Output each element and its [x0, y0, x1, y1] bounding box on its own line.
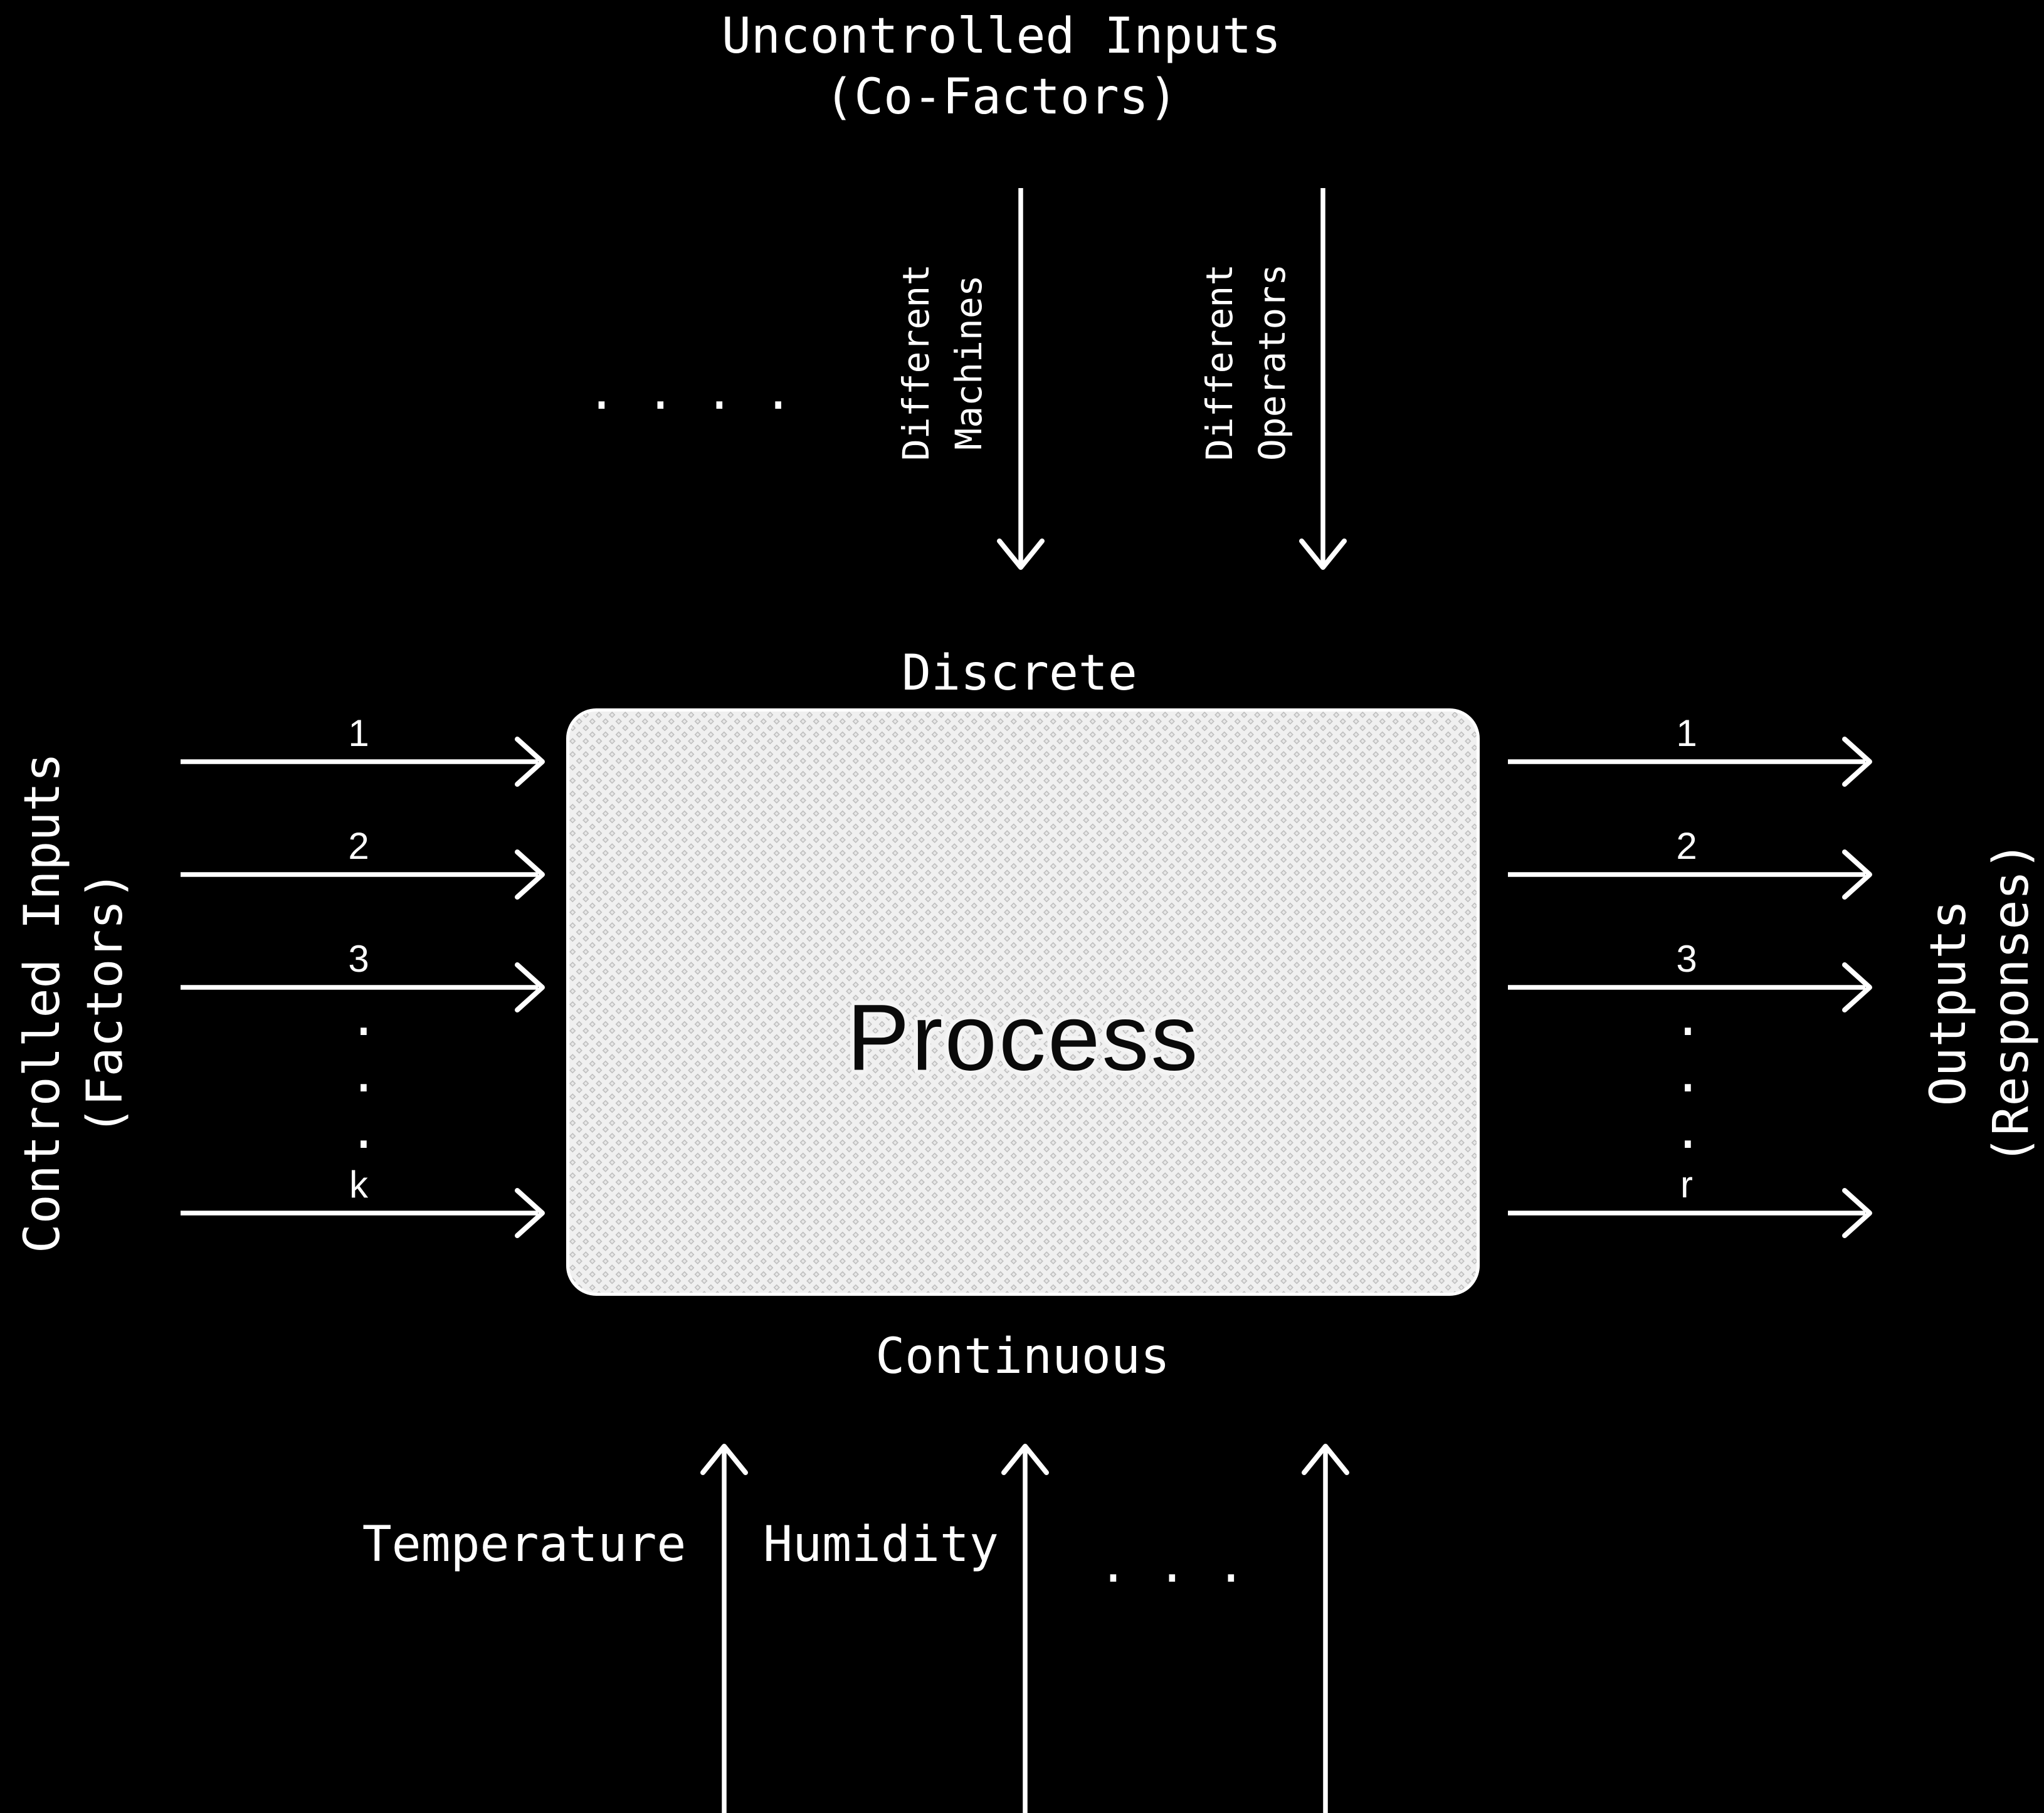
left-ellipsis: . . . — [349, 991, 379, 1160]
top-ellipsis: . . . . — [587, 364, 793, 421]
outputs-heading-line2: (Responses) — [1983, 841, 2040, 1165]
process-box-texture — [569, 712, 1477, 1293]
different-machines-label: Different Machines — [890, 264, 995, 461]
humidity-arrow-icon — [1001, 1444, 1049, 1813]
continuous-label: Continuous — [875, 1328, 1170, 1385]
output-arrow-3-icon — [1508, 962, 1872, 1012]
diagram-title-line1: Uncontrolled Inputs — [721, 8, 1282, 65]
bottom-ellipsis: . . . — [1098, 1537, 1246, 1594]
output-arrow-3-label: 3 — [1676, 938, 1697, 980]
different-operators-label-line2: Operators — [1251, 263, 1293, 461]
different-operators-label: Different Operators — [1193, 264, 1299, 461]
input-arrow-3-icon — [181, 962, 545, 1012]
different-machines-label-line1: Different — [895, 263, 937, 461]
humidity-label: Humidity — [763, 1516, 999, 1573]
input-arrow-1-label: 1 — [348, 712, 369, 754]
discrete-label: Discrete — [902, 645, 1137, 702]
different-machines-label-line2: Machines — [947, 275, 990, 450]
process-box-label: Process — [846, 984, 1200, 1090]
output-arrow-2-label: 2 — [1676, 825, 1697, 867]
output-arrow-1-label: 1 — [1676, 712, 1697, 754]
controlled-inputs-heading-line1: Controlled Inputs — [14, 752, 71, 1254]
controlled-inputs-heading-line2: (Factors) — [77, 870, 134, 1136]
diagram-title-line2: (Co-Factors) — [824, 69, 1178, 125]
different-machines-arrow-icon — [997, 188, 1045, 570]
other-continuous-arrow-icon — [1302, 1444, 1349, 1813]
input-arrow-k-icon — [181, 1188, 545, 1238]
output-arrow-2-icon — [1508, 849, 1872, 900]
diagram-title: Uncontrolled Inputs (Co-Factors) — [722, 6, 1281, 128]
controlled-inputs-heading: Controlled Inputs (Factors) — [11, 753, 137, 1253]
input-arrow-3-label: 3 — [348, 938, 369, 980]
input-arrow-1-icon — [181, 737, 545, 787]
temperature-label: Temperature — [362, 1516, 687, 1573]
output-arrow-1-icon — [1508, 737, 1872, 787]
right-ellipsis: . . . — [1673, 991, 1703, 1160]
input-arrow-k-label: k — [349, 1164, 368, 1206]
process-box — [566, 708, 1480, 1296]
temperature-arrow-icon — [700, 1444, 748, 1813]
input-arrow-2-label: 2 — [348, 825, 369, 867]
outputs-heading: Outputs (Responses) — [1917, 841, 2043, 1165]
output-arrow-r-icon — [1508, 1188, 1872, 1238]
different-operators-arrow-icon — [1299, 188, 1347, 570]
different-operators-label-line1: Different — [1198, 263, 1241, 461]
output-arrow-r-label: r — [1680, 1164, 1693, 1206]
outputs-heading-line1: Outputs — [1920, 900, 1977, 1106]
input-arrow-2-icon — [181, 849, 545, 900]
